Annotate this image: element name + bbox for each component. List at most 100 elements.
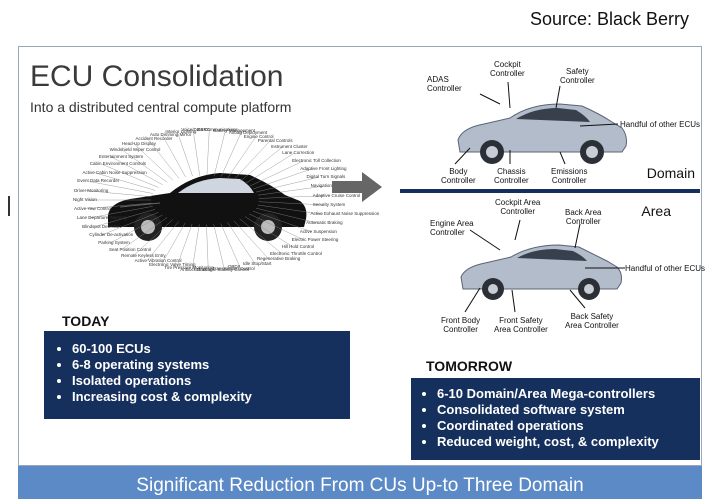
- ecu-label: Accident Recorder: [135, 135, 173, 141]
- ecu-label: Seat Position Control: [108, 246, 152, 252]
- bottom-banner: Significant Reduction From CUs Up-to Thr…: [18, 466, 702, 499]
- ecu-label: Electronic Stability Control: [196, 266, 249, 272]
- ecu-pointer-line: [110, 214, 163, 244]
- ecu-pointer-line: [89, 181, 153, 194]
- adas-controller-label: ADAS Controller: [427, 75, 462, 93]
- emissions-controller-label: Emissions Controller: [551, 167, 588, 185]
- today-bullet: Increasing cost & complexity: [72, 389, 342, 404]
- ecu-pointer-line: [258, 195, 325, 199]
- ecu-label: Interior Lighting: [165, 128, 197, 134]
- ecu-pointer-line: [253, 168, 313, 190]
- ecu-label: Electronic Valve Timing: [149, 262, 196, 268]
- body-controller-label: Body Controller: [441, 167, 476, 185]
- ecu-label: Digital Turn Signals: [306, 174, 346, 180]
- ecu-pointer-line: [160, 222, 186, 266]
- ecu-pointer-line: [249, 160, 305, 187]
- engine-area-controller-label: Engine Area Controller: [430, 219, 474, 237]
- slide-title: ECU Consolidation: [30, 60, 284, 93]
- ecu-pointer-line: [220, 133, 242, 177]
- ecu-pointer-line: [121, 149, 168, 183]
- ecu-pointer-line: [85, 202, 152, 209]
- ecu-label: Voice/Data Communications: [181, 127, 238, 133]
- area-car-illustration: [460, 244, 622, 300]
- ecu-pointer-line: [213, 130, 226, 176]
- ecu-pointer-line: [249, 213, 304, 241]
- ecu-pointer-line: [239, 218, 283, 254]
- ecu-label: Electric Power Steering: [291, 236, 339, 242]
- ecu-pointer-line: [206, 224, 209, 270]
- slide-subtitle: Into a distributed central compute platf…: [30, 99, 292, 115]
- domain-label: Domain: [646, 165, 695, 181]
- today-bullet: Isolated operations: [72, 373, 342, 388]
- ecu-label: Cylinder De-activation: [89, 232, 134, 238]
- ecu-label: Transmission Control: [212, 266, 255, 272]
- ecu-pointer-line: [206, 130, 210, 176]
- ecu-label: Antilock Braking: [180, 266, 213, 272]
- tomorrow-bullet: Coordinated operations: [437, 418, 694, 433]
- area-pointer-lines: [464, 219, 625, 313]
- back-area-controller-label: Back Area Controller: [565, 208, 602, 226]
- ecu-label: Active Suspension: [299, 228, 337, 234]
- ecu-pointer-line: [220, 223, 241, 268]
- cockpit-area-controller-label: Cockpit Area Controller: [495, 198, 541, 216]
- ecu-label: Automatic Braking: [306, 220, 343, 226]
- ecu-label: Night Vision: [73, 197, 97, 202]
- ecu-label: Head-Up Display: [121, 140, 156, 146]
- ecu-label: DSRC: [197, 127, 211, 133]
- ecu-pointer-line: [257, 186, 323, 196]
- ecu-pointer-line: [110, 156, 163, 185]
- ecu-label: Adaptive Cruise Control: [312, 192, 361, 198]
- ecu-pointer-line: [227, 222, 256, 264]
- ecu-label: Event Data Recorder: [77, 178, 120, 184]
- today-bullets-box: 60-100 ECUs 6-8 operating systems Isolat…: [44, 331, 350, 419]
- ecu-label: Electronic Throttle Control: [269, 250, 322, 256]
- ecu-pointer-line: [255, 207, 319, 224]
- ecu-pointer-line: [88, 206, 153, 219]
- ecu-pointer-lines: [85, 130, 325, 270]
- source-caption: Source: Black Berry: [529, 9, 689, 29]
- cockpit-controller-label: Cockpit Controller: [490, 60, 525, 78]
- ecu-pointer-line: [258, 201, 325, 206]
- ecu-label: Adaptive Front Lighting: [300, 165, 347, 171]
- ecu-pointer-line: [94, 172, 156, 191]
- ecu-pointer-line: [257, 204, 323, 215]
- ecu-label: Entertainment System: [98, 153, 144, 159]
- ecu-label: Engine Control: [243, 133, 274, 139]
- area-label: Area: [641, 203, 671, 219]
- today-bullet: 60-100 ECUs: [72, 341, 342, 356]
- tomorrow-heading: TOMORROW: [426, 358, 513, 374]
- tomorrow-bullet: 6-10 Domain/Area Mega-controllers: [437, 386, 694, 401]
- ecu-label: Electronic Toll Collection: [292, 157, 341, 163]
- ecu-label: Active Vibration Control: [134, 258, 182, 264]
- mustang-car-illustration: [108, 173, 307, 241]
- ecu-pointer-line: [94, 209, 156, 228]
- ecu-pointer-line: [147, 138, 180, 179]
- transition-arrow-icon: [332, 172, 382, 202]
- tomorrow-bullet: Consolidated software system: [437, 402, 694, 417]
- ecu-pointer-line: [161, 134, 186, 178]
- handful-ecus-label-domain: Handful of other ECUs: [620, 120, 701, 129]
- ecu-pointer-line: [101, 164, 159, 188]
- ecu-pointer-line: [177, 131, 193, 177]
- ecu-pointer-line: [120, 217, 168, 251]
- ecu-pointer-line: [253, 210, 312, 233]
- ecu-label: Airbag Deployment: [228, 130, 268, 136]
- ecu-pointer-line: [233, 220, 270, 260]
- front-body-controller-label: Front Body Controller: [441, 316, 481, 334]
- ecu-pointer-line: [146, 221, 179, 262]
- domain-car-illustration: [457, 103, 627, 164]
- today-bullet: 6-8 operating systems: [72, 357, 342, 372]
- ecu-pointer-line: [239, 146, 283, 182]
- ecu-pointer-line: [176, 223, 193, 269]
- ecu-label: Tire Pressure Monitoring: [164, 264, 214, 270]
- ecu-label: Active Cabin Noise Suppression: [82, 169, 147, 175]
- ecu-pointer-line: [133, 219, 173, 257]
- tomorrow-bullet: Reduced weight, cost, & complexity: [437, 434, 694, 449]
- ecu-pointer-line: [244, 216, 294, 248]
- ecu-pointer-line: [245, 153, 295, 184]
- ecu-pointer-line: [193, 130, 200, 176]
- ecu-label: Navigation System: [310, 183, 349, 189]
- back-safety-area-controller-label: Back Safety Area Controller: [565, 312, 619, 330]
- safety-controller-label: Safety Controller: [560, 67, 595, 85]
- ecu-pointer-line: [133, 143, 174, 181]
